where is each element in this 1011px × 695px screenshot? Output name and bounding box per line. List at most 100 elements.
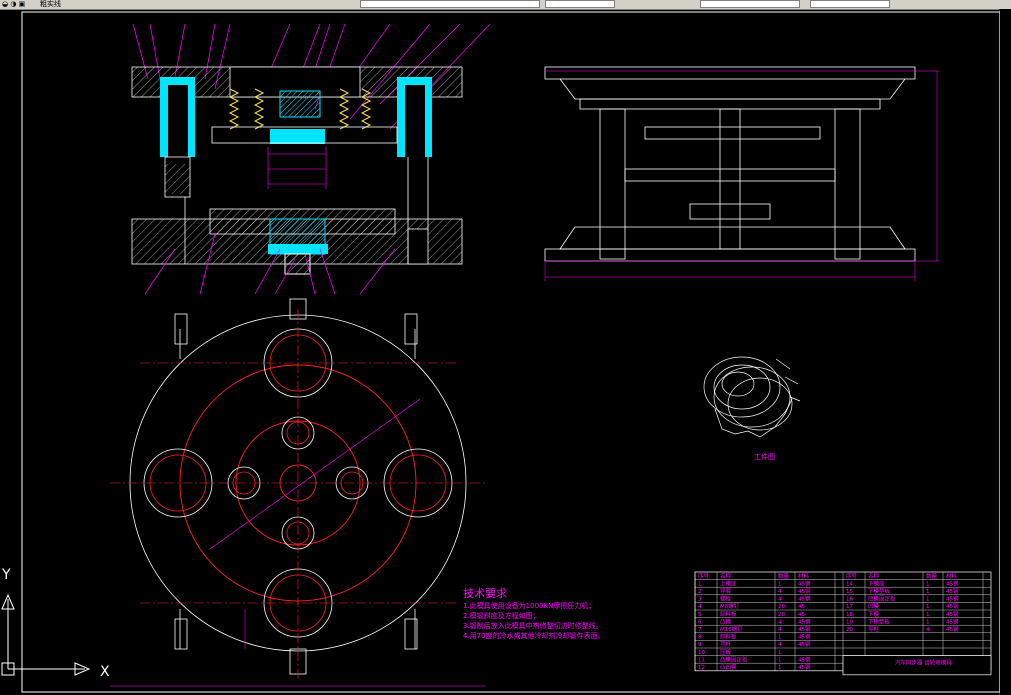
bom-cell: 1	[926, 619, 930, 625]
bom-cell: 45	[798, 604, 805, 610]
bom-cell: 6	[698, 619, 702, 625]
ucs-icon	[1, 593, 91, 676]
bom-cell: 45钢	[946, 617, 959, 625]
bom-cell: 1	[926, 581, 930, 587]
bom-cell: 45钢	[946, 595, 959, 603]
bom-cell: 18	[846, 612, 853, 618]
bom-cell: M16螺钉	[720, 625, 743, 633]
bom-cell: 1	[926, 589, 930, 595]
bom-cell: 45钢	[946, 579, 959, 587]
bom-cell: 1	[926, 604, 930, 610]
bom-cell: 凹模固定板	[868, 595, 896, 603]
bom-cell: 9	[698, 642, 702, 648]
bom-cell: 4	[778, 619, 782, 625]
bom-cell: 10	[698, 650, 705, 656]
bom-cell: 凹模	[868, 602, 880, 610]
bom-cell: 1	[778, 635, 782, 641]
bom-cell: 导柱	[868, 625, 880, 633]
bom-cell: 17	[846, 604, 853, 610]
lineweight-dropdown[interactable]	[810, 0, 890, 8]
bom-cell: 45钢	[798, 663, 811, 671]
tech-line-2: 2.模锻斜度及方程如图；	[463, 612, 540, 620]
bom-cell: 4	[698, 604, 702, 610]
workpiece-label: 工件图	[754, 452, 775, 461]
bom-header-right: 数量	[926, 572, 938, 580]
bom-header-right: 序号	[846, 572, 858, 580]
tech-line-1: 1.此模具使用设备为1000KN摩擦压力机；	[463, 602, 596, 610]
bom-cell: 20	[778, 604, 785, 610]
bom-cell: 45钢	[946, 610, 959, 618]
bom-cell: 45	[798, 612, 805, 618]
bom-cell: 螺栓	[720, 595, 732, 603]
technical-requirements: 技术要求 1.此模具使用设备为1000KN摩擦压力机； 2.模锻斜度及方程如图；…	[463, 585, 605, 641]
bom-cell: 4	[778, 589, 782, 595]
bom-cell: 下模垫板	[868, 587, 891, 595]
bom-cell: 19	[846, 619, 853, 625]
plan-view	[110, 298, 486, 687]
bom-cell: 45钢	[798, 640, 811, 648]
layer-name-label[interactable]: 粗实线	[40, 0, 61, 8]
bom-header-right: 名称	[868, 572, 880, 580]
bom-cell: 8	[698, 635, 702, 641]
drawing-canvas[interactable]: 工件图 Y X 序号序号名称名称数量数量材料材料1上模座145钢2导套445钢3…	[0, 9, 1000, 695]
bom-cell: 4	[926, 627, 930, 633]
bom-cell: 4	[778, 597, 782, 603]
bom-cell: 11	[698, 657, 705, 663]
vertical-scrollbar[interactable]	[999, 9, 1011, 695]
bom-cell: 1	[778, 581, 782, 587]
ucs-y-label: Y	[1, 567, 11, 583]
bom-header-left: 材料	[798, 572, 810, 580]
drawing-border	[21, 11, 1000, 693]
bom-cell: 45钢	[798, 587, 811, 595]
bom-cell: 凸模	[720, 617, 732, 625]
workpiece-isometric	[703, 356, 801, 438]
bom-cell: 1	[926, 612, 930, 618]
bom-cell: 14	[846, 581, 853, 587]
bom-cell: 16	[846, 597, 853, 603]
color-dropdown[interactable]	[545, 0, 615, 8]
bom-cell: 1	[778, 657, 782, 663]
bom-header-left: 数量	[778, 572, 790, 580]
bom-cell: 下模	[868, 610, 880, 618]
bom-cell: 上模座	[720, 579, 737, 587]
bom-cell: 7	[698, 627, 702, 633]
bom-cell: 凸凹模	[720, 663, 737, 671]
bom-cell: 20	[846, 627, 853, 633]
bom-cell: 4	[778, 627, 782, 633]
bom-cell: 卸料板	[720, 610, 737, 618]
bom-cell: 3	[698, 597, 702, 603]
bom-cell: 压板	[720, 648, 732, 656]
bom-cell: 12	[698, 665, 705, 671]
bom-cell: 45钢	[798, 655, 811, 663]
bom-cell: 5	[698, 612, 702, 618]
bom-cell: 下模垫板	[868, 617, 891, 625]
bom-cell: 顶杆	[720, 640, 732, 648]
bom-cell: 1	[926, 597, 930, 603]
section-view	[131, 23, 491, 295]
bom-cell: 45钢	[946, 587, 959, 595]
bom-header-right: 材料	[946, 572, 958, 580]
bom-cell: 1	[778, 650, 782, 656]
bom-cell: 45钢	[798, 617, 811, 625]
tech-title: 技术要求	[463, 587, 507, 600]
linetype-dropdown[interactable]	[700, 0, 800, 8]
bom-cell: 20	[778, 612, 785, 618]
toolbar-icons[interactable]: ◒ ◑ ▣	[2, 0, 26, 8]
bom-cell: 卸料板	[720, 633, 737, 641]
bom-cell: 导套	[720, 587, 732, 595]
bom-cell: 4	[778, 642, 782, 648]
title-block-name: 汽车同步器 齿轮坯模具	[895, 659, 952, 667]
bom-cell: 45钢	[798, 595, 811, 603]
layer-dropdown[interactable]	[360, 0, 540, 8]
bom-cell: 45钢	[798, 579, 811, 587]
bom-header-left: 名称	[720, 572, 732, 580]
tech-line-4: 4.用70度的冷水或其他冷却剂冷却锻件表面。	[463, 632, 605, 640]
bom-cell: 2	[698, 589, 702, 595]
bom-cell: 下模座	[868, 579, 885, 587]
bom-cell: 1	[778, 665, 782, 671]
bom-header-left: 序号	[698, 572, 710, 580]
bom-cell: 45钢	[798, 625, 811, 633]
bom-cell: 45钢	[946, 602, 959, 610]
bom-cell: 1	[698, 581, 702, 587]
